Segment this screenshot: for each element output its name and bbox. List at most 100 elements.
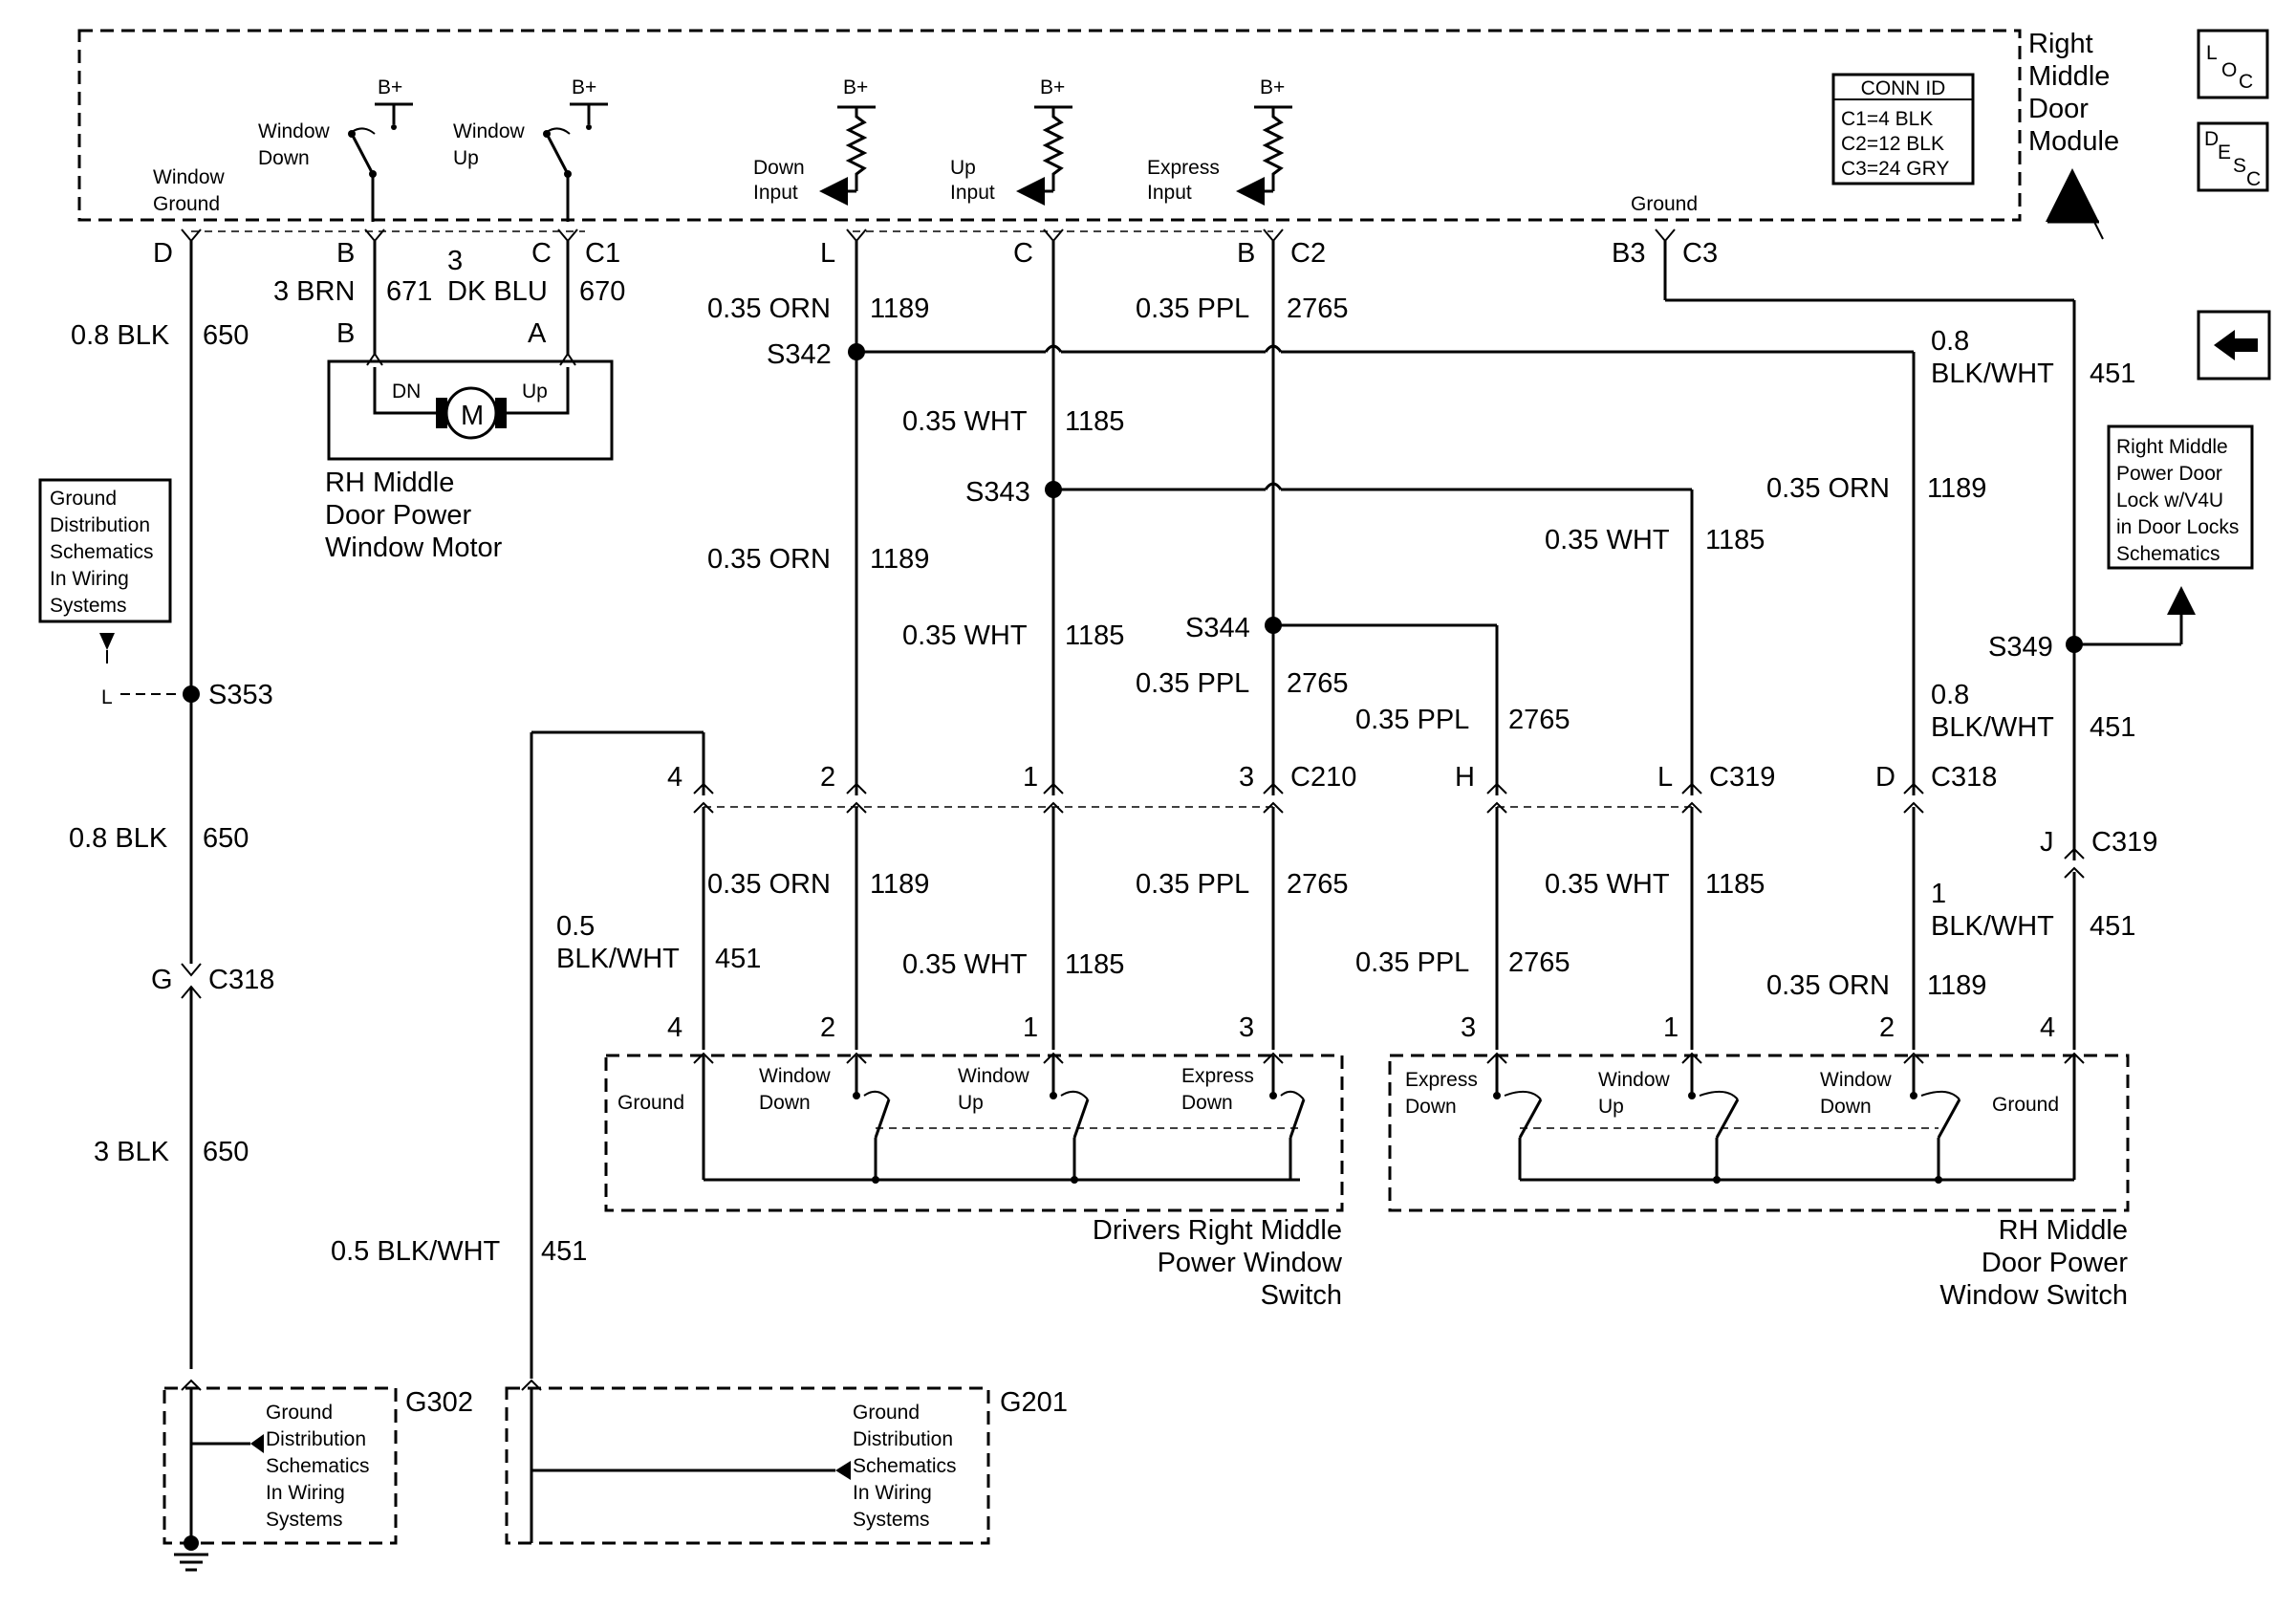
svg-text:Up: Up (958, 1092, 984, 1114)
splice-s349 (2066, 636, 2083, 653)
svg-text:B+: B+ (1040, 76, 1065, 98)
svg-text:3 BRN: 3 BRN (273, 276, 355, 307)
svg-text:Schematics: Schematics (50, 541, 154, 563)
svg-text:Window: Window (958, 1065, 1030, 1087)
svg-text:C2=12 BLK: C2=12 BLK (1841, 133, 1944, 155)
svg-text:B3: B3 (1612, 238, 1645, 269)
svg-text:Up: Up (950, 157, 976, 179)
door-lock-schematic-ref[interactable]: Right Middle Power Door Lock w/V4U in Do… (2107, 424, 2254, 570)
svg-text:2: 2 (820, 1012, 835, 1043)
svg-text:0.35 ORN: 0.35 ORN (1766, 473, 1890, 504)
svg-text:C: C (1013, 238, 1033, 269)
location-icon[interactable]: L O C (2197, 29, 2269, 99)
svg-text:Ground: Ground (266, 1402, 333, 1424)
svg-text:C2: C2 (1290, 238, 1326, 269)
svg-text:0.5: 0.5 (556, 911, 595, 942)
svg-text:451: 451 (2090, 911, 2135, 942)
svg-text:1189: 1189 (870, 869, 929, 900)
svg-text:1: 1 (1931, 879, 1946, 909)
svg-text:A: A (528, 318, 547, 349)
svg-text:0.35 WHT: 0.35 WHT (1545, 525, 1670, 555)
svg-text:Switch: Switch (1261, 1280, 1342, 1311)
svg-text:2765: 2765 (1287, 869, 1349, 900)
splice-s342 (848, 343, 865, 360)
svg-text:Down: Down (1820, 1096, 1872, 1118)
svg-text:Window: Window (453, 120, 526, 142)
wire-1185-white (1051, 241, 1694, 1050)
svg-text:Ground: Ground (50, 488, 117, 510)
svg-text:451: 451 (2090, 359, 2135, 389)
svg-text:E: E (2218, 141, 2231, 163)
back-arrow-icon[interactable] (2197, 310, 2271, 381)
svg-text:3: 3 (1461, 1012, 1476, 1043)
splice-s343 (1045, 481, 1062, 498)
svg-text:L: L (2206, 42, 2218, 64)
svg-text:0.35 ORN: 0.35 ORN (707, 869, 831, 900)
svg-text:Down: Down (753, 157, 805, 179)
module-name: Right Middle Door Module (2028, 29, 2119, 157)
svg-text:C3: C3 (1682, 238, 1718, 269)
svg-text:4: 4 (667, 1012, 682, 1043)
conn-id-table: CONN ID C1=4 BLK C2=12 BLK C3=24 GRY (1831, 73, 1975, 185)
svg-text:Middle: Middle (2028, 61, 2110, 92)
svg-text:670: 670 (579, 276, 625, 307)
svg-text:0.35 PPL: 0.35 PPL (1136, 294, 1249, 324)
svg-text:451: 451 (2090, 712, 2135, 743)
svg-text:1185: 1185 (1705, 525, 1765, 555)
svg-text:C3=24 GRY: C3=24 GRY (1841, 158, 1949, 180)
svg-text:0.5 BLK/WHT: 0.5 BLK/WHT (331, 1236, 501, 1267)
wire-650-label-mid: 0.8 BLK (69, 823, 168, 854)
svg-text:CONN ID: CONN ID (1861, 77, 1946, 99)
ground-g302: G302 Ground Distribution Schematics In W… (162, 1379, 473, 1572)
svg-text:Window: Window (1820, 1069, 1893, 1091)
svg-text:L: L (820, 238, 835, 269)
svg-text:0.35 PPL: 0.35 PPL (1355, 947, 1469, 978)
svg-text:C210: C210 (1290, 762, 1356, 793)
svg-text:671: 671 (386, 276, 432, 307)
svg-text:D: D (2204, 128, 2219, 150)
svg-text:G: G (151, 965, 173, 995)
svg-text:C318: C318 (208, 965, 274, 995)
svg-text:0.35 WHT: 0.35 WHT (902, 620, 1028, 651)
svg-text:C319: C319 (1709, 762, 1775, 793)
svg-text:0.8: 0.8 (1931, 680, 1969, 710)
svg-text:Up: Up (522, 381, 548, 402)
svg-text:D: D (1875, 762, 1895, 793)
svg-text:1185: 1185 (1065, 406, 1124, 437)
svg-text:0.35 ORN: 0.35 ORN (707, 544, 831, 575)
svg-text:G302: G302 (405, 1387, 473, 1418)
svg-text:Ground: Ground (853, 1402, 920, 1424)
svg-text:1189: 1189 (870, 544, 929, 575)
svg-text:Module: Module (2028, 126, 2119, 157)
wire-1189-orange (855, 241, 1916, 1050)
svg-text:In Wiring: In Wiring (853, 1482, 932, 1504)
svg-text:S344: S344 (1185, 613, 1250, 643)
wire-451-ground (1663, 241, 2196, 1050)
esd-warning-icon (2046, 168, 2104, 240)
svg-text:650: 650 (203, 1137, 249, 1167)
svg-text:BLK/WHT: BLK/WHT (1931, 712, 2054, 743)
svg-text:451: 451 (715, 944, 761, 974)
splice-s344 (1265, 617, 1282, 634)
svg-text:Down: Down (759, 1092, 811, 1114)
svg-text:Express: Express (1405, 1069, 1478, 1091)
svg-text:4: 4 (2040, 1012, 2055, 1043)
svg-text:Distribution: Distribution (266, 1428, 366, 1450)
svg-text:J: J (2040, 827, 2054, 858)
svg-text:2765: 2765 (1287, 668, 1349, 699)
svg-text:1189: 1189 (1927, 970, 1986, 1001)
svg-text:0.8: 0.8 (1931, 326, 1969, 357)
description-icon[interactable]: D E S C (2197, 121, 2269, 192)
svg-text:0.35 ORN: 0.35 ORN (1766, 970, 1890, 1001)
svg-text:Input: Input (950, 182, 995, 204)
svg-text:Up: Up (453, 147, 479, 169)
svg-text:Input: Input (1147, 182, 1192, 204)
svg-text:0.35 PPL: 0.35 PPL (1136, 668, 1249, 699)
wire-650-label-top: 0.8 BLK (71, 320, 170, 351)
splice-s353 (183, 685, 200, 703)
splice-s353-label: S353 (208, 680, 273, 710)
svg-text:Express: Express (1181, 1065, 1254, 1087)
svg-text:In Wiring: In Wiring (50, 568, 129, 590)
svg-text:Window Motor: Window Motor (325, 533, 503, 563)
svg-text:B+: B+ (843, 76, 868, 98)
